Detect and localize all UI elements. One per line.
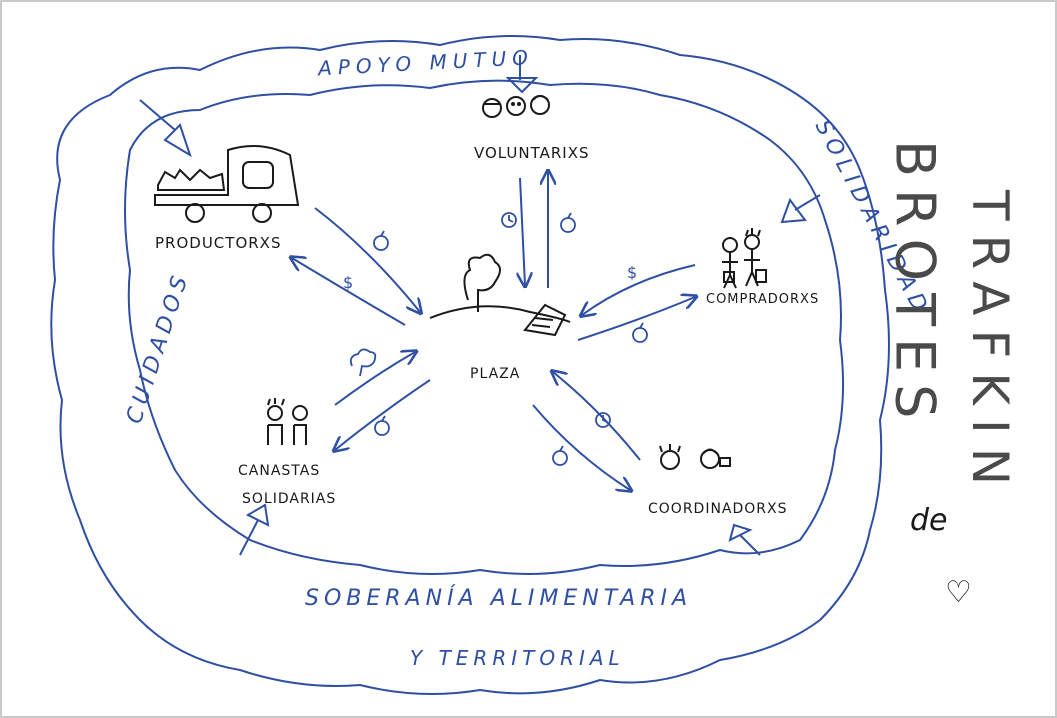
money-symbol-producers: $	[343, 273, 353, 292]
apple-icon	[632, 322, 648, 343]
inner-wavy-boundary	[124, 79, 845, 575]
arrow-plaza-to-coordinators	[532, 404, 630, 490]
bush-icon	[349, 348, 377, 377]
coordinators-node: COORDINADORXS	[648, 444, 788, 517]
arrow-buyers-to-plaza	[582, 264, 696, 315]
buyers-node: COMPRADORXS	[706, 228, 819, 307]
inflow-arrow-top	[505, 55, 539, 94]
inflow-arrow-right	[780, 194, 821, 224]
baskets-people-icon	[267, 398, 308, 445]
outer-label-territorial: Y TERRITORIAL	[410, 646, 625, 670]
arrow-plaza-to-buyers	[577, 297, 695, 341]
producers-node: PRODUCTORXS	[154, 145, 300, 252]
arrow-plaza-to-baskets	[335, 379, 431, 450]
coordinators-faces-icon	[659, 444, 731, 470]
outer-wavy-boundary	[50, 35, 890, 695]
tree-icon	[463, 253, 501, 312]
clock-icon	[501, 212, 517, 228]
buyers-label: COMPRADORXS	[706, 292, 819, 307]
arrow-coordinators-to-plaza	[553, 372, 641, 461]
arrow-volunteers-to-plaza	[520, 177, 525, 285]
inflow-arrow-bottom-left	[239, 503, 270, 556]
title-de: de	[910, 503, 948, 538]
outer-label-soberania: SOBERANÍA ALIMENTARIA	[305, 585, 692, 611]
title-block: BROTES de TRAFKIN ♡	[884, 140, 1020, 610]
inflow-arrow-bottom-right	[728, 523, 761, 556]
apple-icon	[374, 415, 390, 436]
baskets-label-line2: SOLIDARIAS	[242, 491, 336, 507]
arrow-baskets-to-plaza	[334, 352, 415, 406]
apple-icon	[552, 445, 568, 466]
plaza-label: PLAZA	[470, 366, 520, 382]
arrow-producers-to-plaza	[314, 207, 420, 312]
plaza-node: PLAZA	[429, 253, 571, 382]
title-brotes: BROTES	[884, 140, 947, 430]
apple-icon	[373, 230, 389, 251]
coordinators-label: COORDINADORXS	[648, 501, 788, 517]
money-symbol-buyers: $	[627, 263, 637, 282]
baskets-node: CANASTAS SOLIDARIAS	[238, 398, 336, 507]
plaza-ground	[429, 305, 571, 323]
baskets-label-line1: CANASTAS	[238, 463, 320, 479]
bench-stall-icon	[523, 303, 567, 337]
volunteer-faces-icon	[482, 95, 550, 118]
truck-icon	[154, 145, 300, 223]
producers-label: PRODUCTORXS	[155, 234, 281, 252]
clock-icon	[595, 412, 611, 428]
arrow-plaza-to-producers	[292, 258, 406, 326]
volunteers-label: VOLUNTARIXS	[474, 144, 590, 162]
volunteers-node: VOLUNTARIXS	[474, 95, 590, 162]
title-trafkin: TRAFKIN	[961, 189, 1019, 499]
inflow-arrow-top-left	[139, 99, 192, 158]
buyers-people-icon	[722, 228, 767, 289]
title-heart: ♡	[945, 575, 972, 610]
apple-icon	[560, 212, 576, 233]
